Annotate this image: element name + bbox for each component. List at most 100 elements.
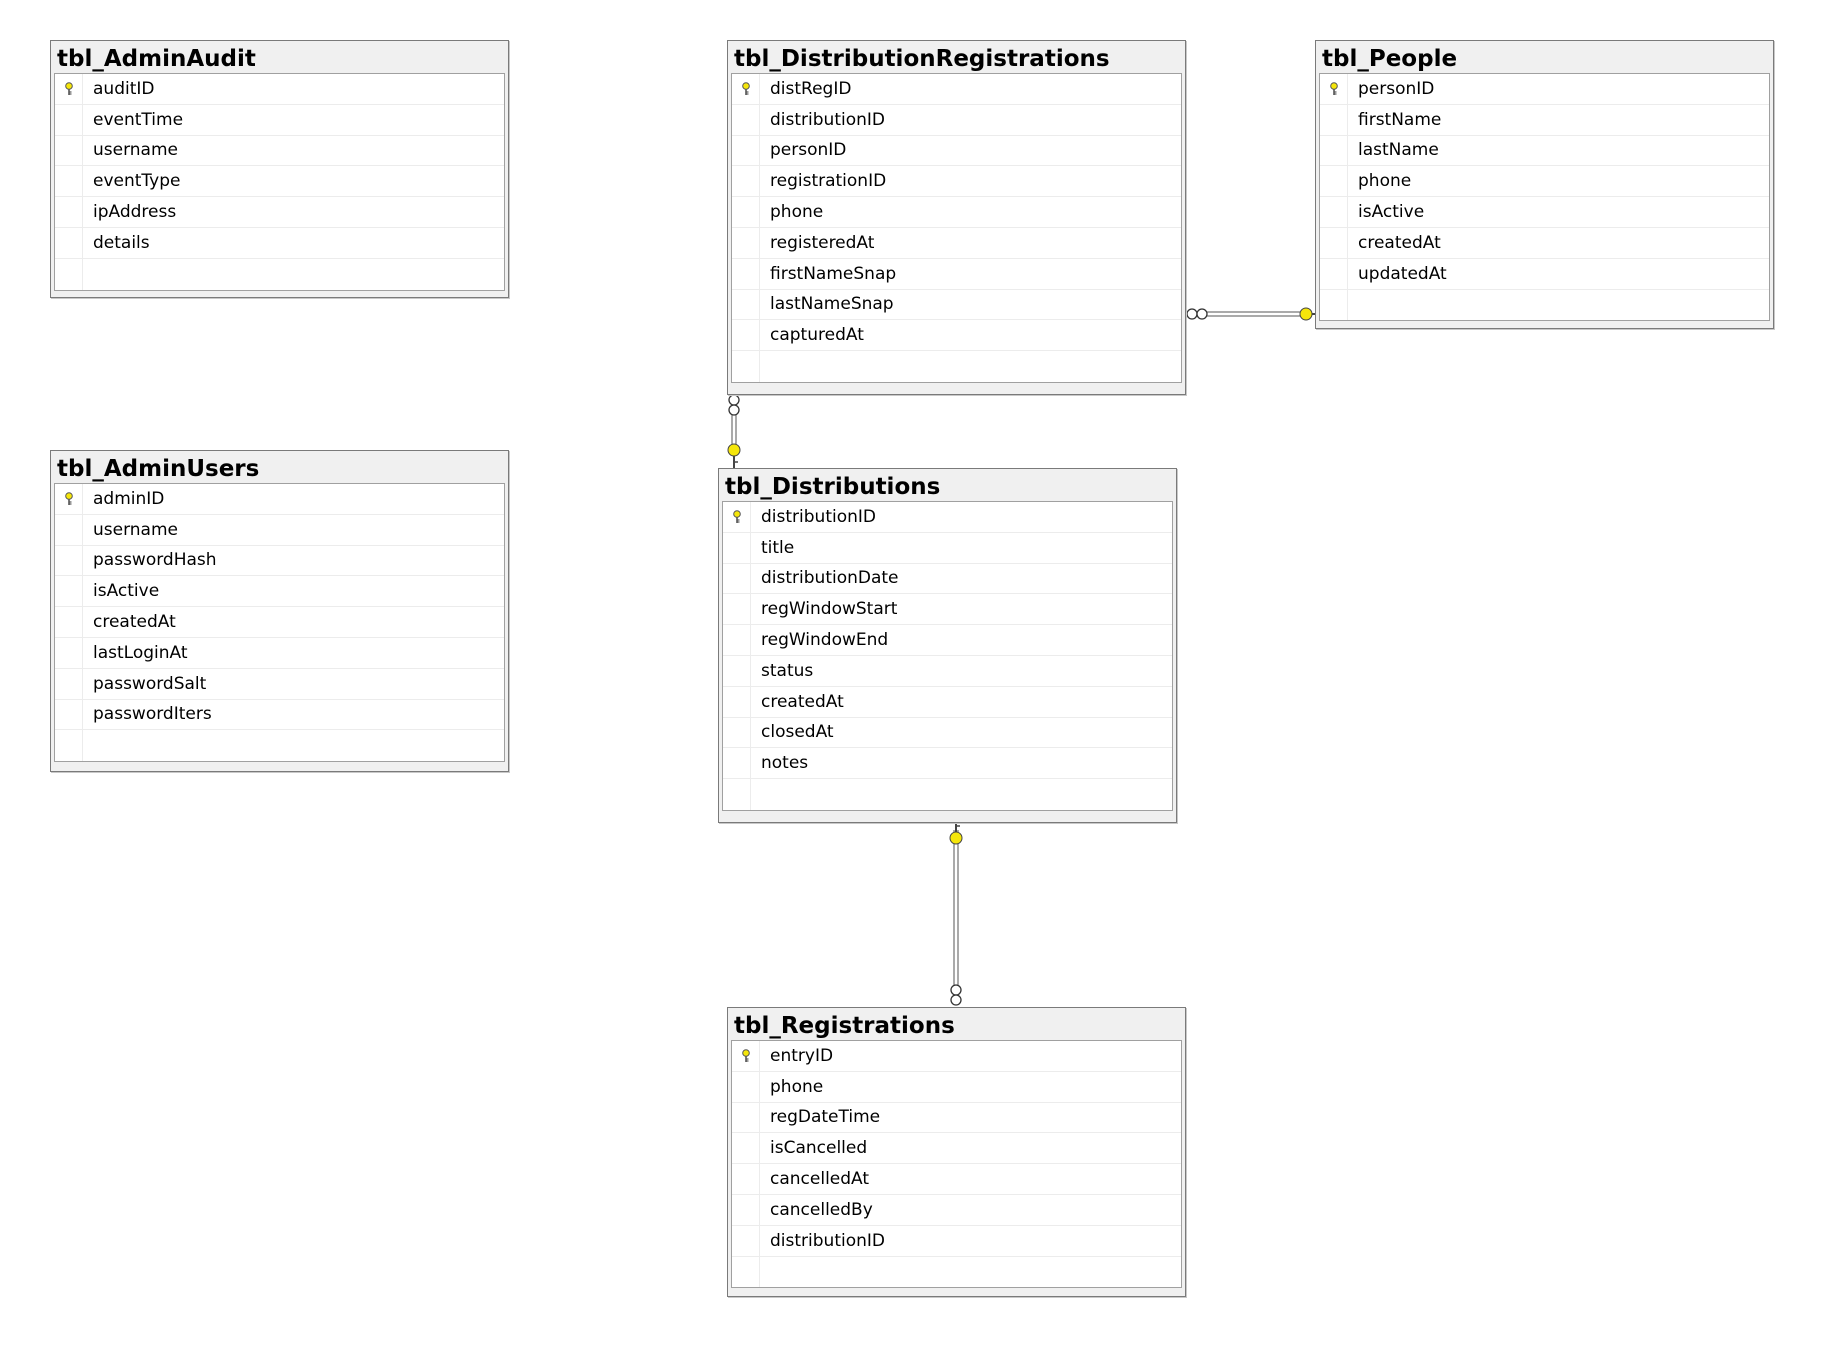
column-row[interactable]: phone [732,1071,1181,1103]
column-marker [732,1133,760,1164]
column-row[interactable]: lastNameSnap [732,289,1181,321]
blank-row [732,1256,1181,1288]
column-name: createdAt [93,612,176,633]
column-row[interactable]: distributionID [732,1225,1181,1257]
column-marker [55,258,83,290]
column-marker [55,166,83,197]
column-marker [732,104,760,135]
column-row[interactable]: phone [1320,166,1769,198]
blank-row [55,258,504,290]
column-marker [732,1194,760,1225]
column-row[interactable]: createdAt [723,686,1172,718]
column-name: regDateTime [770,1107,881,1128]
column-row[interactable]: personID [1320,74,1769,105]
column-row[interactable]: registeredAt [732,227,1181,259]
column-name: distributionDate [761,568,899,589]
column-marker [723,563,751,594]
column-row[interactable]: isCancelled [732,1133,1181,1165]
column-row[interactable]: eventType [55,166,504,198]
column-row[interactable]: createdAt [55,607,504,638]
column-row[interactable]: entryID [732,1041,1181,1072]
column-row[interactable]: firstName [1320,104,1769,136]
column-marker [55,104,83,135]
column-name: lastLoginAt [93,642,188,663]
column-row[interactable]: regWindowStart [723,594,1172,626]
column-marker [55,514,83,545]
column-marker [1320,258,1348,289]
column-row[interactable]: personID [732,135,1181,167]
column-row[interactable]: lastName [1320,135,1769,167]
column-marker [723,625,751,655]
column-marker [55,607,83,637]
column-row[interactable]: distributionID [732,104,1181,136]
column-row[interactable]: auditID [55,74,504,105]
column-row[interactable]: cancelledAt [732,1164,1181,1195]
column-name: distributionID [770,109,885,130]
column-row[interactable]: eventTime [55,104,504,136]
column-marker [723,655,751,686]
key-icon [741,1049,750,1062]
column-row[interactable]: distributionDate [723,563,1172,595]
column-name: username [93,519,178,540]
relationship-distreg-distributions[interactable] [727,394,741,468]
column-name: closedAt [761,722,834,743]
column-marker [732,1164,760,1194]
column-name: personID [1358,78,1435,99]
column-row[interactable]: regWindowEnd [723,625,1172,656]
column-row[interactable]: details [55,227,504,259]
column-marker [55,637,83,668]
column-name: entryID [770,1045,834,1066]
column-marker [732,258,760,289]
column-marker [732,135,760,166]
column-row[interactable]: firstNameSnap [732,258,1181,290]
column-marker [55,699,83,730]
column-row[interactable]: username [55,135,504,167]
relationship-registrations-distributions[interactable] [949,822,963,1006]
column-row[interactable]: notes [723,748,1172,780]
column-row[interactable]: lastLoginAt [55,637,504,669]
blank-row [723,779,1172,810]
blank-row [55,730,504,762]
key-icon [741,82,750,95]
column-row[interactable]: registrationID [732,166,1181,198]
column-marker [1320,289,1348,321]
relationship-distreg-people[interactable] [1186,307,1322,321]
column-row[interactable]: distRegID [732,74,1181,105]
column-marker [732,289,760,320]
column-row[interactable]: isActive [1320,197,1769,228]
column-row[interactable]: adminID [55,484,504,515]
column-row[interactable]: status [723,655,1172,687]
column-row[interactable]: passwordIters [55,699,504,731]
column-row[interactable]: closedAt [723,717,1172,749]
column-name: distributionID [761,506,876,527]
column-marker [55,135,83,166]
column-name: isCancelled [770,1138,868,1159]
column-row[interactable]: createdAt [1320,227,1769,259]
column-row[interactable]: passwordHash [55,545,504,577]
column-row[interactable]: distributionID [723,502,1172,533]
column-row[interactable]: cancelledBy [732,1194,1181,1226]
table-tbl-adminusers[interactable]: tbl_AdminUsers adminID username passwordHa… [50,450,509,772]
column-row[interactable]: username [55,514,504,546]
column-row[interactable]: phone [732,197,1181,228]
column-marker [732,1041,760,1071]
column-row[interactable]: capturedAt [732,320,1181,352]
column-name: regWindowEnd [761,630,889,651]
column-marker [1320,227,1348,258]
table-title: tbl_AdminAudit [57,46,256,72]
column-row[interactable]: title [723,532,1172,564]
column-row[interactable]: passwordSalt [55,668,504,700]
column-row[interactable]: updatedAt [1320,258,1769,290]
column-row[interactable]: ipAddress [55,197,504,228]
column-list: distributionID title distributionDate regWi… [722,501,1173,811]
column-marker [55,74,83,104]
column-row[interactable]: isActive [55,576,504,608]
column-name: adminID [93,488,165,509]
column-row[interactable]: regDateTime [732,1102,1181,1134]
table-title: tbl_AdminUsers [57,456,260,482]
